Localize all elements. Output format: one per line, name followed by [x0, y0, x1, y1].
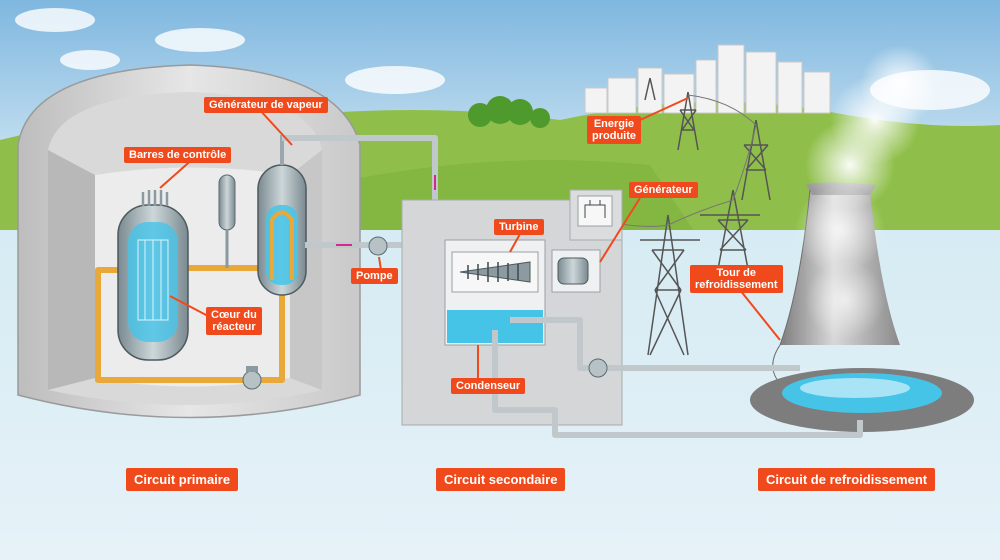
steam-generator [257, 135, 307, 296]
turbine-label: Turbine [494, 219, 544, 235]
cooling-circuit-title: Circuit de refroidissement [758, 468, 936, 491]
cooling-pump [588, 358, 608, 378]
steam-plume [795, 45, 940, 340]
pressurizer [218, 174, 236, 268]
primary-circuit-title: Circuit primaire [126, 468, 239, 491]
condenser-label: Condenseur [451, 378, 526, 394]
reactor-core-label: Cœur du réacteur [206, 307, 262, 335]
secondary-pump [368, 236, 388, 256]
energy-produced-label: Energie produite [587, 116, 641, 144]
steam-generator-label: Générateur de vapeur [204, 97, 328, 113]
reactor-vessel [117, 190, 189, 361]
cooling-circuit-pipe [492, 317, 863, 438]
primary-pump [242, 366, 262, 390]
reactor-building [17, 64, 361, 419]
control-rods-label: Barres de contrôle [124, 147, 232, 163]
power-pylons [589, 77, 771, 356]
secondary-circuit-title: Circuit secondaire [436, 468, 566, 491]
generator-unit [551, 195, 613, 293]
cooling-tower-label: Tour de refroidissement [690, 265, 783, 293]
leader-lines [159, 97, 781, 385]
generator-label: Générateur [629, 182, 698, 198]
pump-label: Pompe [351, 268, 398, 284]
trees [468, 96, 550, 128]
